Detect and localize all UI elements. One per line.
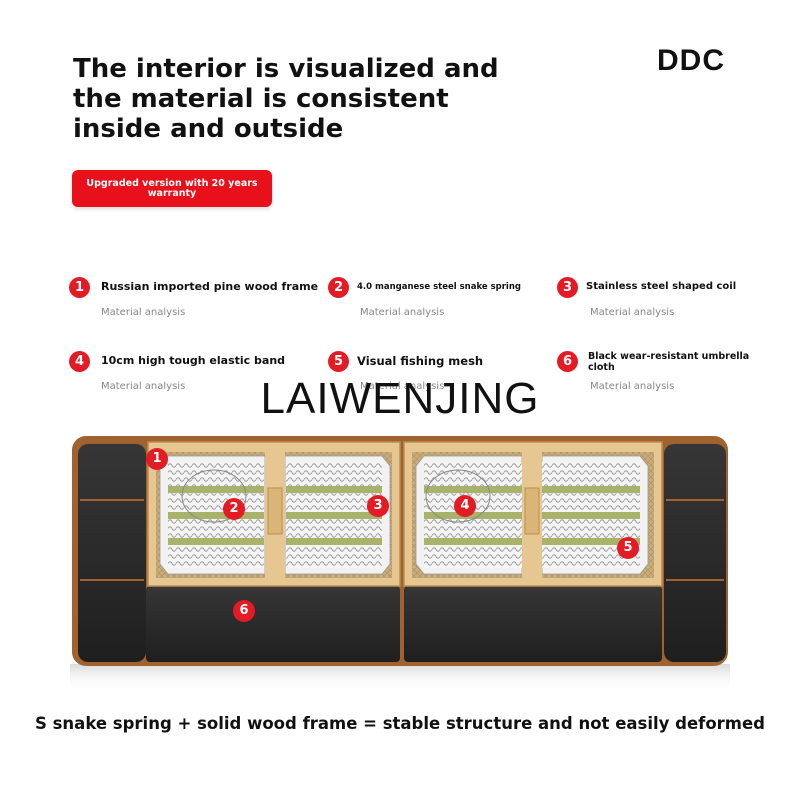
feature-3-number-icon: 3 bbox=[557, 277, 578, 298]
seat-base-left bbox=[146, 586, 400, 662]
feature-6-subtitle: Material analysis bbox=[590, 381, 675, 392]
feature-1-number-icon: 1 bbox=[69, 277, 90, 298]
right-armrest bbox=[664, 444, 726, 662]
marker-5-icon: 5 bbox=[617, 537, 639, 559]
right-seat-frame bbox=[403, 441, 663, 587]
feature-1-subtitle: Material analysis bbox=[101, 307, 186, 318]
marker-2-icon: 2 bbox=[223, 498, 245, 520]
headline-line-2: the material is consistent bbox=[73, 84, 449, 114]
floor-shadow bbox=[70, 664, 730, 692]
feature-5-number-icon: 5 bbox=[328, 351, 349, 372]
marker-6-icon: 6 bbox=[233, 600, 255, 622]
feature-2-subtitle: Material analysis bbox=[360, 307, 445, 318]
caption: S snake spring + solid wood frame = stab… bbox=[34, 714, 765, 733]
feature-6-number-icon: 6 bbox=[557, 351, 578, 372]
feature-2-number-icon: 2 bbox=[328, 277, 349, 298]
headline-line-1: The interior is visualized and bbox=[73, 54, 499, 84]
brand-logo: DDC bbox=[657, 44, 725, 77]
feature-2-title: 4.0 manganese steel snake spring bbox=[357, 282, 521, 292]
feature-5-subtitle: Material analysis bbox=[360, 381, 445, 392]
seat-base-right bbox=[404, 586, 662, 662]
feature-6-title: Black wear-resistant umbrella cloth bbox=[588, 351, 750, 373]
feature-3-subtitle: Material analysis bbox=[590, 307, 675, 318]
feature-4-number-icon: 4 bbox=[69, 351, 90, 372]
feature-5-title: Visual fishing mesh bbox=[357, 354, 484, 368]
marker-1-icon: 1 bbox=[146, 448, 168, 470]
feature-4-subtitle: Material analysis bbox=[101, 381, 186, 392]
marker-3-icon: 3 bbox=[367, 495, 389, 517]
feature-4-title: 10cm high tough elastic band bbox=[101, 354, 286, 367]
headline: The interior is visualized and the mater… bbox=[73, 54, 593, 144]
left-armrest bbox=[78, 444, 146, 662]
left-seat-frame bbox=[147, 441, 401, 587]
feature-1-title: Russian imported pine wood frame bbox=[101, 280, 319, 293]
warranty-badge-text: Upgraded version with 20 years warranty bbox=[86, 177, 258, 199]
marker-4-icon: 4 bbox=[454, 495, 476, 517]
feature-3-title: Stainless steel shaped coil bbox=[586, 281, 737, 292]
warranty-badge: Upgraded version with 20 years warranty bbox=[72, 170, 272, 207]
headline-line-3: inside and outside bbox=[73, 114, 344, 144]
watermark-text: LAIWENJING bbox=[260, 374, 540, 423]
